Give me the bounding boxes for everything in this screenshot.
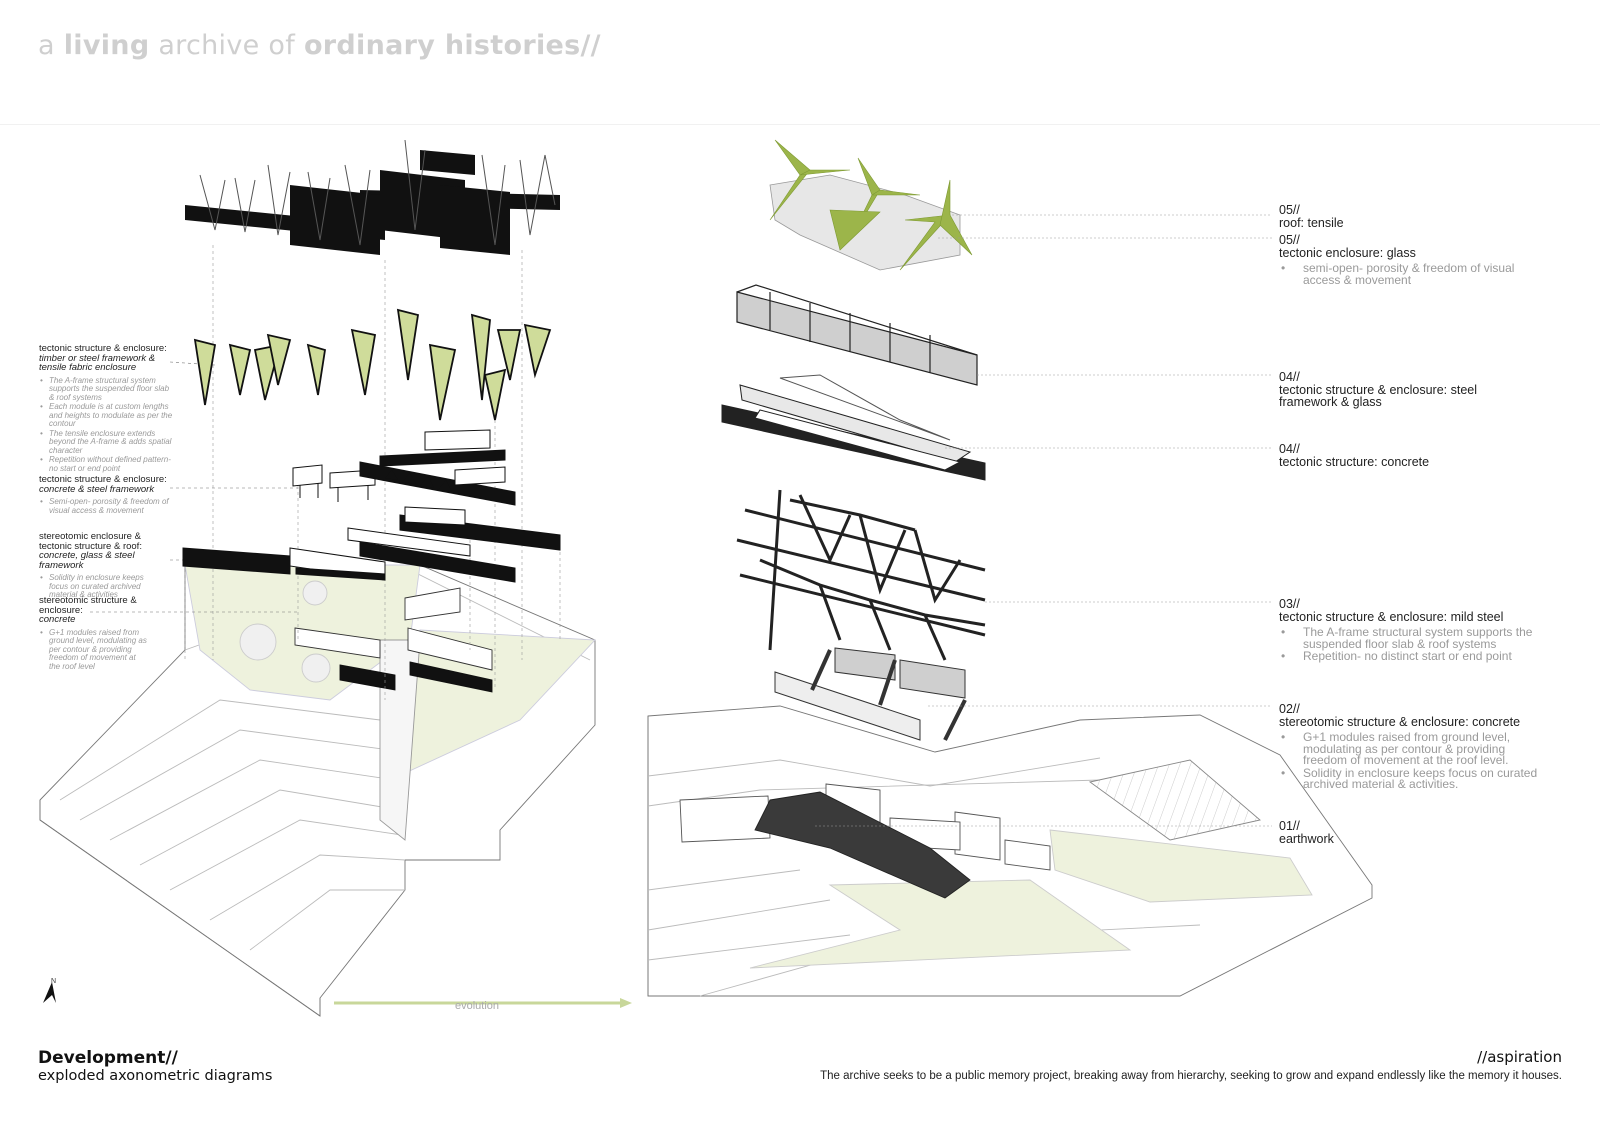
right-site-model bbox=[647, 705, 1373, 997]
right-ground-module-layer bbox=[774, 647, 967, 741]
note-bullet: Repetition- no distinct start or end poi… bbox=[1281, 650, 1549, 663]
evolution-label: evolution bbox=[455, 1000, 500, 1012]
note-bullet: The tensile enclosure extends beyond the… bbox=[40, 429, 174, 456]
note-bullet: The A-frame structural system supports t… bbox=[1281, 626, 1549, 650]
note-heading: tectonic structure & enclosure: bbox=[39, 474, 167, 485]
aspiration-title: //aspiration bbox=[1477, 1048, 1562, 1066]
left-enclosure-layer bbox=[182, 506, 561, 583]
left-note-framework: tectonic structure & enclosure: concrete… bbox=[39, 475, 179, 516]
note-bullet: Semi-open- porosity & freedom of visual … bbox=[40, 497, 179, 515]
note-subheading: timber or steel framework & tensile fabr… bbox=[39, 352, 156, 373]
right-note-glass: 05// tectonic enclosure: glass semi-open… bbox=[1279, 234, 1539, 287]
note-bullet: semi-open- porosity & freedom of visual … bbox=[1281, 262, 1539, 286]
note-bullet: G+1 modules raised from ground level, mo… bbox=[1281, 731, 1549, 767]
note-heading: stereotomic enclosure & tectonic structu… bbox=[39, 531, 142, 552]
note-subheading: concrete & steel framework bbox=[39, 483, 155, 495]
right-glass-layer bbox=[736, 284, 978, 386]
note-bullet: Repetition without defined pattern- no s… bbox=[40, 455, 174, 473]
right-roof-layer bbox=[769, 139, 973, 271]
footer-subtitle: exploded axonometric diagrams bbox=[38, 1068, 273, 1084]
aspiration-text: The archive seeks to be a public memory … bbox=[820, 1070, 1562, 1082]
left-note-tensile: tectonic structure & enclosure: timber o… bbox=[39, 344, 174, 474]
right-concrete-layer bbox=[721, 374, 986, 481]
note-bullet: G+1 modules raised from ground level, mo… bbox=[40, 628, 149, 672]
right-note-roof: 05// roof: tensile bbox=[1279, 203, 1344, 230]
note-bullet: The A-frame structural system supports t… bbox=[40, 376, 174, 403]
right-note-concrete: 04// tectonic structure: concrete bbox=[1279, 442, 1430, 469]
footer-title: Development// bbox=[38, 1048, 178, 1068]
note-bullet: Solidity in enclosure keeps focus on cur… bbox=[1281, 767, 1549, 791]
note-bullet: Each module is at custom lengths and hei… bbox=[40, 402, 174, 429]
note-heading: stereotomic structure & enclosure: bbox=[39, 595, 137, 616]
right-leader-lines bbox=[815, 214, 1272, 827]
right-note-mild-steel: 03// tectonic structure & enclosure: mil… bbox=[1279, 598, 1549, 664]
left-note-stereotomic: stereotomic structure & enclosure: concr… bbox=[39, 596, 149, 672]
right-note-earthwork: 01// earthwork bbox=[1279, 819, 1334, 846]
north-arrow-icon bbox=[43, 982, 56, 1003]
note-bullet: Solidity in enclosure keeps focus on cur… bbox=[40, 573, 159, 600]
page-title: a living archive of ordinary histories// bbox=[38, 30, 601, 61]
left-framework-layer bbox=[292, 429, 516, 506]
note-subheading: concrete, glass & steel framework bbox=[39, 550, 135, 571]
left-note-enclosure: stereotomic enclosure & tectonic structu… bbox=[39, 532, 159, 601]
evolution-arrow bbox=[334, 998, 632, 1008]
note-heading: tectonic structure & enclosure: bbox=[39, 343, 167, 354]
left-aframe-layer bbox=[193, 308, 552, 421]
note-subheading: concrete bbox=[39, 614, 76, 625]
north-label: N bbox=[51, 978, 57, 985]
right-note-steel-glass: 04// tectonic structure & enclosure: ste… bbox=[1279, 370, 1478, 409]
header-divider bbox=[0, 124, 1600, 125]
right-steel-layer bbox=[736, 489, 986, 661]
left-roof-layer bbox=[185, 139, 560, 255]
right-note-stereotomic: 02// stereotomic structure & enclosure: … bbox=[1279, 703, 1549, 792]
